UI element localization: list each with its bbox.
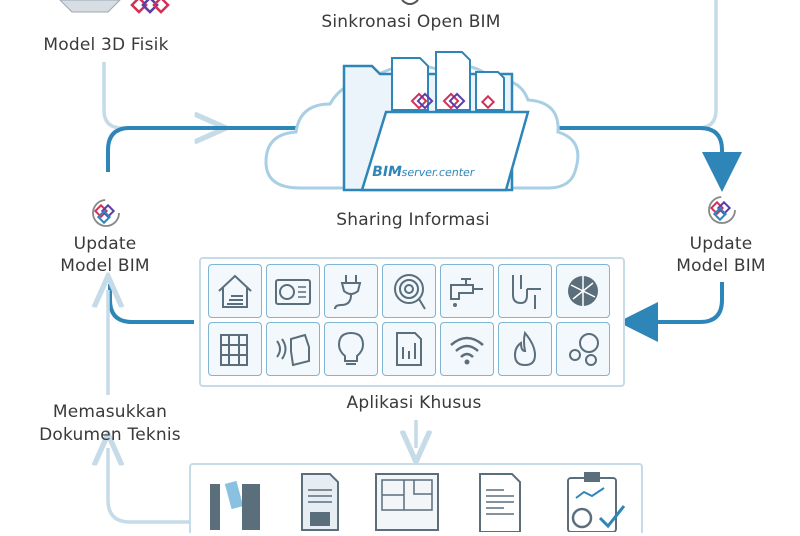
globe-map-icon [556,264,610,318]
report-binder-icon [206,472,266,536]
bimserver-logo-bold: BIM [370,164,404,180]
fire-icon [498,322,552,376]
update-left-label-line1: Update [73,234,137,254]
apps-label: Aplikasi Khusus [346,393,482,413]
update-left-label-line2: Model BIM [60,256,150,276]
bimserver-logo-light: server.center [400,166,476,179]
electric-plug-icon [324,264,378,318]
spec-sheet-icon [474,472,526,536]
sync-icon [401,0,419,5]
folder-icon [342,51,530,192]
hvac-unit-icon [266,264,320,318]
bimserver-logo: BIMserver.center [371,164,476,180]
water-tap-icon [440,264,494,318]
document-stack-icon [296,470,346,536]
calculation-sheet-icon [382,322,436,376]
building-energy-icon [208,264,262,318]
wifi-icon [440,322,494,376]
sharing-label: Sharing Informasi [336,210,490,230]
apps-to-left-flow [108,284,194,324]
pipe-coil-icon [382,264,436,318]
docs-label-line2: Dokumen Teknis [39,425,181,445]
right-to-apps-flow [618,282,724,342]
floor-plan-icon [374,470,440,536]
update-right-icon [708,196,736,224]
update-left-icon [92,199,120,227]
structure-frame-icon [208,322,262,376]
docs-to-left-flow [108,448,190,524]
checklist-icon [560,466,630,536]
cloud-to-left-flow [106,126,300,172]
cloud-to-right-flow [520,126,742,192]
model-3d-icon [59,0,170,14]
ifc-logos-icon [410,92,496,110]
update-right-label-line1: Update [689,234,753,254]
sync-to-cloud-flow [640,0,718,130]
acoustics-icon [266,322,320,376]
light-bulb-icon [324,322,378,376]
update-right-label-line2: Model BIM [676,256,766,276]
docs-label-line1: Memasukkan [52,402,168,422]
sync-label: Sinkronasi Open BIM [321,12,501,32]
plumbing-drain-icon [498,264,552,318]
bubbles-icon [556,322,610,376]
model3d-to-cloud-flow [102,62,212,128]
model-3d-label: Model 3D Fisik [43,35,169,55]
